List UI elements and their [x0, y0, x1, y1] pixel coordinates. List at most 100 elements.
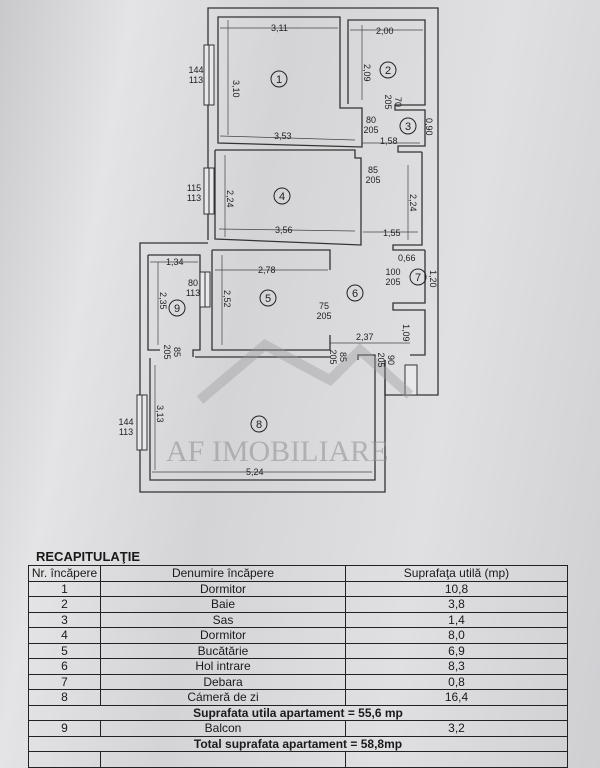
svg-text:2,35: 2,35 — [158, 292, 168, 310]
svg-text:113: 113 — [186, 288, 200, 298]
svg-text:75: 75 — [319, 301, 329, 311]
svg-text:4: 4 — [279, 191, 285, 203]
svg-text:1,20: 1,20 — [428, 270, 438, 288]
svg-text:90: 90 — [386, 355, 396, 365]
table-cell: 2 — [28, 596, 101, 613]
table-cell: Debara — [100, 673, 346, 690]
table-cell: Cámeră de zi — [100, 689, 346, 706]
table-cell: Dormitor — [100, 627, 346, 644]
svg-text:9: 9 — [174, 303, 180, 315]
room-labels — [168, 61, 427, 433]
table-cell: Nr. încăpere — [28, 565, 101, 582]
svg-text:144: 144 — [188, 65, 203, 75]
svg-text:1,34: 1,34 — [166, 257, 184, 267]
table-cell: Dormitor — [100, 580, 346, 597]
table-row-cut-off — [28, 751, 568, 768]
table-cell: Total suprafata apartament = 58,8mp — [28, 735, 568, 752]
svg-text:70: 70 — [393, 97, 403, 107]
table-cell — [100, 751, 346, 768]
table-cell: 6,9 — [345, 642, 568, 659]
watermark-logo: AF IMOBILIARE — [166, 338, 414, 468]
svg-text:205: 205 — [316, 311, 331, 321]
table-cell: 3 — [28, 611, 101, 628]
svg-text:1: 1 — [276, 74, 282, 86]
svg-text:113: 113 — [187, 193, 201, 203]
table-cell: Suprafata utila apartament = 55,6 mp — [28, 704, 568, 721]
svg-text:113: 113 — [119, 427, 133, 437]
svg-text:2,00: 2,00 — [376, 26, 394, 36]
svg-text:205: 205 — [383, 94, 393, 109]
svg-text:85: 85 — [368, 165, 378, 175]
table-cell: Hol intrare — [100, 658, 346, 675]
svg-text:205: 205 — [385, 277, 400, 287]
table-cell: 3,2 — [345, 720, 568, 737]
table-cell: 9 — [28, 720, 101, 737]
table-cell: 6 — [28, 658, 101, 675]
svg-text:3,53: 3,53 — [274, 131, 292, 141]
table-cell: 7 — [28, 673, 101, 690]
table-cell — [28, 751, 101, 768]
svg-text:2,09: 2,09 — [362, 64, 372, 82]
svg-text:80: 80 — [366, 115, 376, 125]
svg-text:1,55: 1,55 — [383, 228, 401, 238]
table-cell: 4 — [28, 627, 101, 644]
summary-title: RECAPITULAŢIE — [36, 549, 140, 564]
svg-text:2,78: 2,78 — [258, 265, 276, 275]
svg-text:205: 205 — [365, 175, 380, 185]
svg-text:80: 80 — [188, 278, 198, 288]
table-cell: 1 — [28, 580, 101, 597]
table-cell: 0,8 — [345, 673, 568, 690]
svg-text:3,11: 3,11 — [271, 23, 288, 33]
svg-text:6: 6 — [352, 288, 358, 300]
table-cell: Suprafaţa utilă (mp) — [345, 565, 568, 582]
svg-text:2,24: 2,24 — [225, 190, 235, 208]
svg-text:3: 3 — [405, 121, 411, 133]
svg-text:8: 8 — [256, 419, 262, 431]
svg-text:3,56: 3,56 — [275, 225, 293, 235]
dimension-labels: 3,11 2,00 3,10 2,09 3,53 1,58 0,90 3,56 … — [155, 23, 438, 477]
table-cell: 3,8 — [345, 596, 568, 613]
svg-text:2,52: 2,52 — [222, 290, 232, 308]
area-summary-table: Nr. încăpere Denumire încăpere Suprafaţa… — [28, 565, 568, 768]
table-cell: Baie — [100, 596, 346, 613]
svg-text:115: 115 — [187, 183, 201, 193]
svg-text:85: 85 — [172, 347, 182, 357]
table-cell: 16,4 — [345, 689, 568, 706]
svg-text:3,10: 3,10 — [231, 80, 241, 98]
svg-text:205: 205 — [363, 125, 378, 135]
svg-text:85: 85 — [338, 352, 348, 362]
table-cell: 10,8 — [345, 580, 568, 597]
svg-text:5,24: 5,24 — [246, 467, 264, 477]
floor-plan: AF IMOBILIARE 1 2 3 4 5 6 7 8 9 3,11 2,0… — [118, 7, 439, 493]
dimension-lines — [150, 20, 423, 473]
table-header: Nr. încăpere Denumire încăpere Suprafaţa… — [28, 565, 568, 582]
table-cell: Bucătărie — [100, 642, 346, 659]
svg-text:0,90: 0,90 — [424, 118, 434, 136]
svg-text:100: 100 — [385, 267, 400, 277]
watermark-text: AF IMOBILIARE — [166, 435, 389, 468]
svg-text:3,13: 3,13 — [155, 405, 165, 423]
svg-text:1,58: 1,58 — [380, 136, 398, 146]
table-cell: 8 — [28, 689, 101, 706]
svg-text:0,66: 0,66 — [398, 253, 416, 263]
table-cell — [345, 751, 568, 768]
svg-text:205: 205 — [328, 349, 338, 364]
svg-text:5: 5 — [265, 293, 271, 305]
svg-text:205: 205 — [162, 344, 172, 359]
